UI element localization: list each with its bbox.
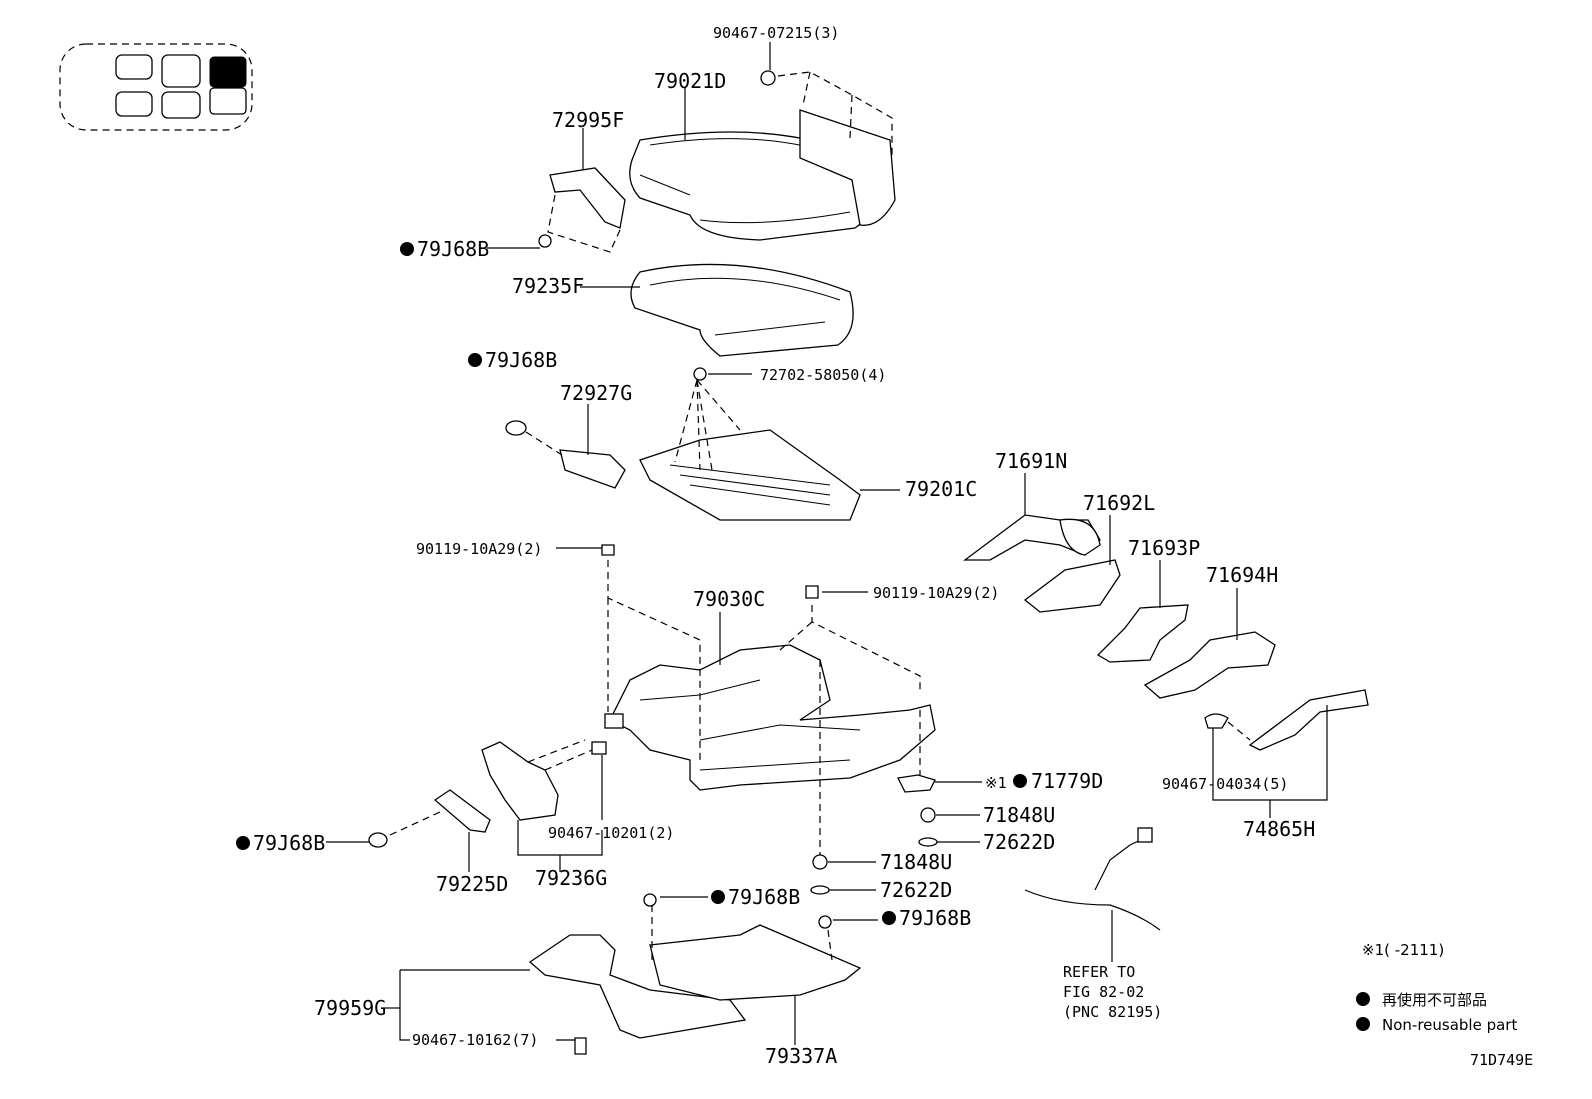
label-79021D: 79021D [654, 69, 726, 93]
fastener-90467-07215 [760, 70, 893, 155]
label-90119-10A29-a: 90119-10A29(2) [416, 540, 542, 558]
label-72995F: 72995F [552, 108, 624, 132]
label-90467-10201: 90467-10201(2) [548, 824, 674, 842]
label-72702-58050: 72702-58050(4) [760, 366, 886, 384]
label-71848U-b: 71848U [880, 850, 952, 874]
trim-71694H [1143, 631, 1276, 699]
label-90467-07215: 90467-07215(3) [713, 24, 839, 42]
seat-cushion-cover-79021D [629, 109, 896, 241]
label-79236G: 79236G [535, 866, 607, 890]
label-71691N: 71691N [995, 449, 1067, 473]
seat-frame-79030C [604, 644, 936, 791]
trim-71693P [1096, 604, 1189, 663]
label-79225D: 79225D [436, 872, 508, 896]
label-90467-10162: 90467-10162(7) [412, 1031, 538, 1049]
non-reusable-markers [236, 242, 1370, 1031]
label-79J68B-d: 79J68B [728, 885, 800, 909]
trim-74865H [1204, 689, 1369, 751]
label-79201C: 79201C [905, 477, 977, 501]
bracket-72927G [505, 420, 626, 489]
cover-72995F [538, 167, 626, 253]
label-71693P: 71693P [1128, 536, 1200, 560]
bracket-79225D [368, 789, 491, 848]
label-79235F: 79235F [512, 274, 584, 298]
legend-note-1: ※1( -2111) [1362, 941, 1444, 959]
label-79337A: 79337A [765, 1044, 837, 1068]
label-79J68B-a: 79J68B [417, 237, 489, 261]
trim-71691N [963, 514, 1101, 561]
label-79J68B-e: 79J68B [899, 906, 971, 930]
label-79J68B-c: 79J68B [253, 831, 325, 855]
label-refer-line1: REFER TO [1063, 963, 1135, 981]
wire-harness-82195 [1024, 827, 1161, 931]
label-72622D-b: 72622D [880, 878, 952, 902]
label-71779D-note: ※1 [985, 774, 1007, 792]
bracket-71779D [897, 710, 936, 793]
label-90119-10A29-b: 90119-10A29(2) [873, 584, 999, 602]
label-79959G: 79959G [314, 996, 386, 1020]
legend-line-english: Non-reusable part [1382, 1016, 1517, 1034]
label-79030C: 79030C [693, 587, 765, 611]
label-72927G: 72927G [560, 381, 632, 405]
label-71779D: 71779D [1031, 769, 1103, 793]
leader-lines [326, 42, 1328, 1045]
label-79J68B-b: 79J68B [485, 348, 557, 372]
label-refer-line2: FIG 82-02 [1063, 983, 1144, 1001]
fasteners-90119 [601, 544, 921, 760]
cover-79236G [481, 739, 607, 821]
label-refer-line3: (PNC 82195) [1063, 1003, 1162, 1021]
part-labels: 90467-07215(3) 79021D 72995F 79J68B 7923… [253, 24, 1315, 1068]
legend-line-japanese: 再使用不可部品 [1382, 991, 1487, 1009]
label-71848U-a: 71848U [983, 803, 1055, 827]
label-71692L: 71692L [1083, 491, 1155, 515]
seat-frame-79201C [639, 367, 861, 521]
legend: ※1( -2111) 再使用不可部品 Non-reusable part 71D… [1362, 941, 1533, 1069]
label-90467-04034: 90467-04034(5) [1162, 775, 1288, 793]
seat-position-indicator [59, 43, 253, 131]
seat-pad-79235F [630, 263, 854, 357]
label-71694H: 71694H [1206, 563, 1278, 587]
figure-id: 71D749E [1470, 1051, 1533, 1069]
trim-71692L [1023, 559, 1121, 613]
panel-79337A [574, 893, 862, 1055]
bolts-71848U-washers-72622D [810, 660, 938, 895]
label-74865H: 74865H [1243, 817, 1315, 841]
label-72622D-a: 72622D [983, 830, 1055, 854]
